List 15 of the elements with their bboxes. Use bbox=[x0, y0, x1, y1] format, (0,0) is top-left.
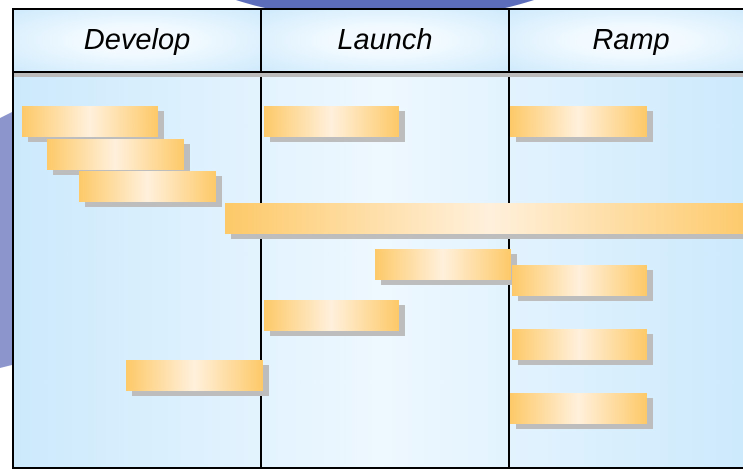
timeline-bar bbox=[126, 360, 263, 391]
column-heading: Ramp bbox=[592, 24, 670, 57]
timeline-bar bbox=[22, 106, 158, 137]
timeline-bar bbox=[510, 393, 647, 424]
timeline-bar bbox=[264, 300, 399, 331]
timeline-bar bbox=[264, 106, 399, 137]
timeline-bar bbox=[79, 171, 216, 202]
timeline-bar bbox=[225, 203, 743, 234]
timeline-bar bbox=[47, 139, 184, 170]
timeline-bar bbox=[510, 106, 647, 137]
timeline-bar bbox=[512, 265, 647, 296]
column-heading: Develop bbox=[84, 24, 190, 57]
timeline-bar bbox=[512, 329, 647, 360]
timeline-bar bbox=[375, 249, 511, 280]
column-heading: Launch bbox=[337, 24, 433, 57]
